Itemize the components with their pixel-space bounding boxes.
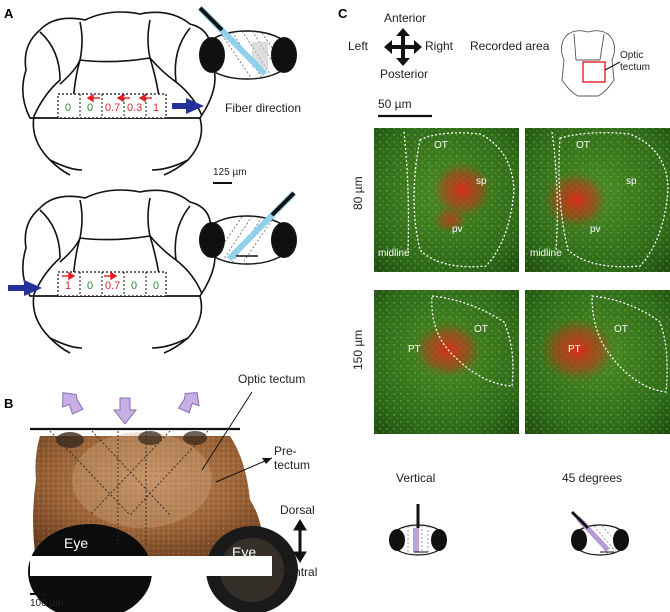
blue-arrow-right — [172, 98, 204, 114]
optic-tectum-mini-pointer — [604, 61, 621, 71]
micrograph-80-45deg — [525, 128, 670, 272]
fiber-direction-label: Fiber direction — [225, 101, 301, 115]
top-value-4: 0.3 — [127, 102, 142, 114]
micrograph-150-vertical — [374, 290, 519, 434]
histology-section — [28, 430, 298, 612]
label-150b-pt: PT — [568, 344, 581, 355]
scale-label-c: 50 µm — [378, 97, 412, 111]
label-80b-midline: midline — [530, 248, 562, 259]
label-150b-ot: OT — [614, 324, 628, 335]
eye-schematic-bottom — [199, 190, 297, 265]
red-arrows-bottom — [62, 271, 118, 281]
blue-arrow-left — [8, 280, 42, 296]
panel-c-letter: C — [338, 6, 348, 21]
left-label: Left — [348, 39, 369, 53]
label-80a-pv: pv — [452, 224, 463, 235]
ventral-label: Ventral — [280, 565, 317, 579]
posterior-label: Posterior — [380, 67, 428, 81]
pretectum-pointer — [215, 457, 273, 483]
micrograph-80-vertical — [374, 128, 519, 272]
label-80a-ot: OT — [434, 140, 448, 151]
label-80a-midline: midline — [378, 248, 410, 259]
recorded-area-box — [582, 61, 606, 83]
micrograph-150-45deg — [525, 290, 670, 434]
panel-a-letter: A — [4, 6, 14, 21]
bottom-value-4: 0 — [131, 280, 137, 292]
label-80b-ot: OT — [576, 140, 590, 151]
scale-label-b: 100 µm — [30, 598, 64, 609]
pretectum-label-line2: tectum — [274, 458, 310, 472]
pretectum-label-line1: Pre- — [274, 444, 297, 458]
panel-b-letter: B — [4, 396, 13, 411]
vertical-label: Vertical — [396, 471, 435, 485]
top-value-2: 0 — [87, 102, 93, 114]
anterior-label: Anterior — [384, 11, 426, 25]
bottom-value-2: 0 — [87, 280, 93, 292]
optic-label-mini-2: tectum — [620, 62, 650, 73]
bottom-value-3: 0.7 — [105, 280, 120, 292]
label-80b-pv: pv — [590, 224, 601, 235]
label-80b-sp: sp — [626, 176, 637, 187]
optic-label-mini-1: Optic — [620, 50, 643, 61]
deg45-label: 45 degrees — [562, 471, 622, 485]
eye-left-label: Eye — [64, 535, 88, 551]
mini-brain-icon — [561, 30, 615, 97]
optic-tectum-label: Optic tectum — [238, 372, 305, 386]
eye-schematic-top — [197, 5, 297, 80]
label-150a-pt: PT — [408, 344, 421, 355]
recorded-area-label: Recorded area — [470, 39, 550, 53]
right-label: Right — [425, 39, 454, 53]
top-value-5: 1 — [153, 102, 159, 114]
deg45-eye-schematic — [570, 510, 629, 556]
compass-icon — [384, 28, 422, 66]
label-150a-ot: OT — [474, 324, 488, 335]
eye-right-label: Eye — [232, 544, 256, 560]
bottom-value-5: 0 — [153, 280, 159, 292]
bottom-value-1: 1 — [65, 280, 71, 292]
dorsal-label: Dorsal — [280, 503, 315, 517]
top-value-3: 0.7 — [105, 102, 120, 114]
depth-80-label: 80 µm — [351, 176, 365, 210]
purple-arrows — [62, 392, 200, 425]
top-value-1: 0 — [65, 102, 71, 114]
vertical-eye-schematic — [389, 504, 447, 556]
scale-label-a: 125 µm — [213, 167, 247, 178]
dorsal-ventral-arrow — [293, 519, 307, 563]
optic-tectum-pointer — [201, 391, 253, 471]
label-80a-sp: sp — [476, 176, 487, 187]
depth-150-label: 150 µm — [351, 330, 365, 370]
fiber-grid-bottom-dividers — [79, 272, 147, 296]
red-arrows-top — [86, 93, 152, 103]
